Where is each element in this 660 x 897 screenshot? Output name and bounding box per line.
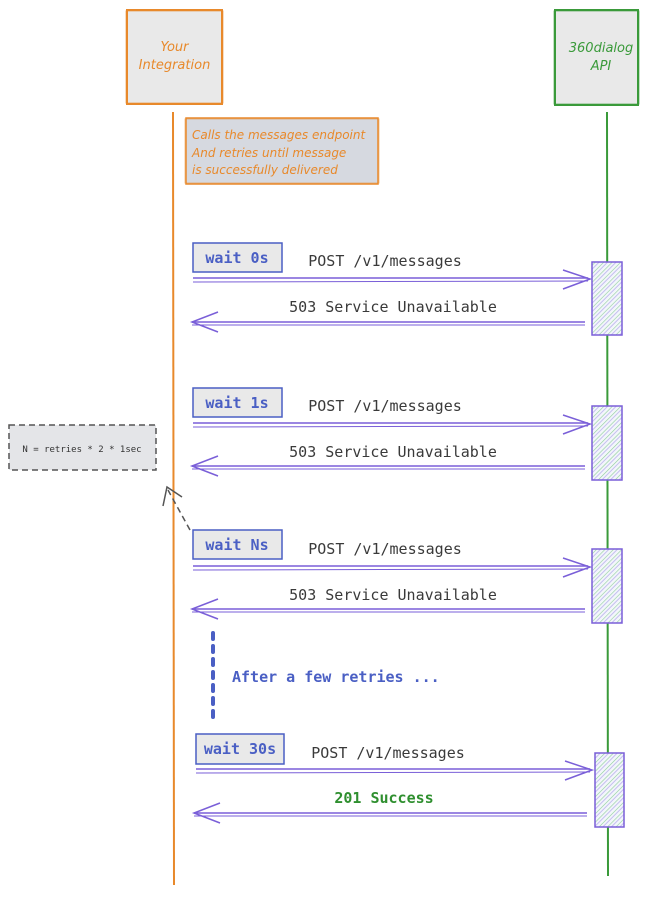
round-4: wait 30s POST /v1/messages 201 Success xyxy=(191,733,625,828)
participant-360dialog-api-label-2: API xyxy=(590,59,612,74)
response-label: 503 Service Unavailable xyxy=(289,443,497,461)
participant-your-integration-label-1: Your xyxy=(160,40,190,55)
participant-your-integration-label-2: Integration xyxy=(139,58,211,73)
ellipsis-label: After a few retries ... xyxy=(232,668,440,686)
response-label: 503 Service Unavailable xyxy=(289,298,497,316)
request-arrow xyxy=(195,760,595,781)
response-label-success: 201 Success xyxy=(334,789,433,807)
formula-box: N = retries * 2 * 1sec xyxy=(8,424,157,471)
formula-pointer-arrow xyxy=(162,485,191,531)
wait-badge-0s xyxy=(192,242,283,273)
note-retry-description: Calls the messages endpoint And retries … xyxy=(184,117,380,185)
participant-360dialog-api-label-1: 360dialog xyxy=(569,41,633,56)
note-line-1: Calls the messages endpoint xyxy=(192,128,366,142)
activation-bar xyxy=(594,752,625,828)
activation-bar xyxy=(591,261,623,336)
wait-badge-ns xyxy=(192,529,283,560)
retries-ellipsis: After a few retries ... xyxy=(211,631,440,722)
response-arrow xyxy=(191,802,587,824)
response-arrow xyxy=(189,455,585,477)
round-3: wait Ns POST /v1/messages 503 Service Un… xyxy=(189,529,623,624)
wait-badge-label: wait Ns xyxy=(205,536,268,554)
participant-your-integration: Your Integration xyxy=(125,9,224,105)
note-line-3: is successfully delivered xyxy=(192,163,338,177)
request-arrow xyxy=(192,414,593,435)
request-label: POST /v1/messages xyxy=(308,397,462,415)
lifeline-360dialog-api xyxy=(606,111,609,877)
request-arrow xyxy=(192,269,593,290)
wait-badge-label: wait 30s xyxy=(204,740,276,758)
wait-badge-label: wait 1s xyxy=(205,394,268,412)
wait-badge-label: wait 0s xyxy=(205,249,268,267)
round-2: wait 1s POST /v1/messages 503 Service Un… xyxy=(189,387,623,481)
wait-badge-1s xyxy=(192,387,283,418)
request-label: POST /v1/messages xyxy=(311,744,465,762)
participant-360dialog-api: 360dialog API xyxy=(553,9,640,106)
request-arrow xyxy=(192,557,593,578)
request-label: POST /v1/messages xyxy=(308,540,462,558)
response-label: 503 Service Unavailable xyxy=(289,586,497,604)
wait-badge-30s xyxy=(195,733,285,765)
request-label: POST /v1/messages xyxy=(308,252,462,270)
response-arrow xyxy=(189,598,585,620)
formula-text: N = retries * 2 * 1sec xyxy=(22,445,141,455)
round-1: wait 0s POST /v1/messages 503 Service Un… xyxy=(189,242,623,336)
activation-bar xyxy=(591,405,623,481)
note-line-2: And retries until message xyxy=(191,146,346,160)
activation-bar xyxy=(591,548,623,624)
response-arrow xyxy=(189,311,585,333)
